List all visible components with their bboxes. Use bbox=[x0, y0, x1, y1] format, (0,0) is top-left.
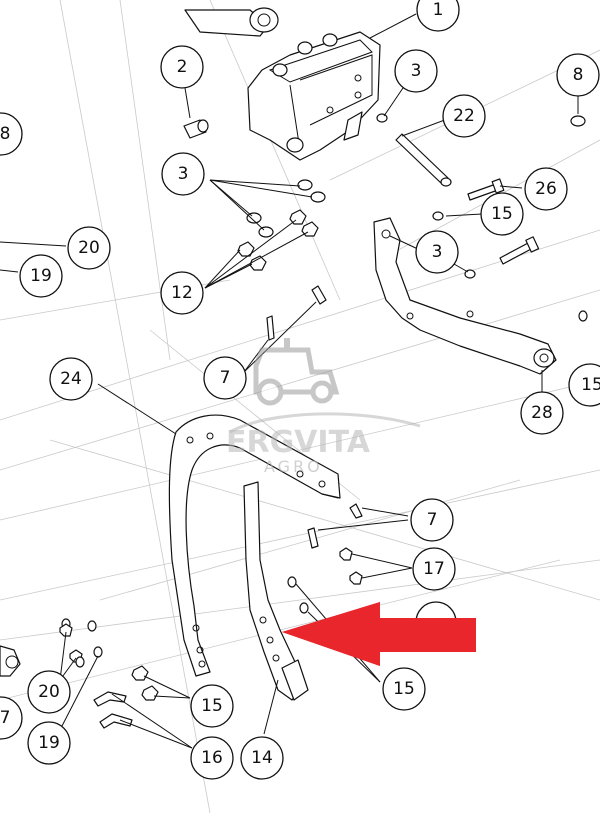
callout-7: 7 bbox=[203, 356, 247, 400]
part-stub-left bbox=[0, 645, 21, 677]
svg-text:7: 7 bbox=[220, 368, 231, 388]
callout-26: 26 bbox=[524, 167, 568, 211]
part-14-shank bbox=[243, 481, 309, 701]
callout-3: 3 bbox=[161, 152, 205, 196]
callout-8: 8 bbox=[556, 53, 600, 97]
svg-text:20: 20 bbox=[38, 682, 60, 702]
svg-text:7: 7 bbox=[427, 510, 438, 530]
svg-text:28: 28 bbox=[531, 403, 553, 423]
callout-28: 28 bbox=[520, 391, 564, 435]
svg-text:3: 3 bbox=[178, 164, 189, 184]
callout-15: 15 bbox=[480, 192, 524, 236]
part-22-pin bbox=[395, 133, 452, 187]
callout-3: 3 bbox=[415, 230, 459, 274]
part-1-bracket bbox=[184, 7, 381, 161]
callout-20: 20 bbox=[67, 226, 111, 270]
svg-text:22: 22 bbox=[453, 106, 475, 126]
callout-7: 7 bbox=[0, 696, 23, 740]
part-16-bolts bbox=[93, 665, 159, 729]
callouts: 1 2 3 3 3 8 8 22 26 15 15 15 15 20 20 19… bbox=[0, 0, 600, 780]
callout-12: 12 bbox=[160, 271, 204, 315]
svg-text:15: 15 bbox=[201, 696, 223, 716]
svg-text:19: 19 bbox=[30, 266, 52, 286]
callout-17: 17 bbox=[412, 547, 456, 591]
callout-15: 15 bbox=[190, 684, 234, 728]
part-26-bolts bbox=[467, 178, 540, 265]
callout-15: 15 bbox=[382, 667, 426, 711]
callout-2: 2 bbox=[160, 45, 204, 89]
callout-8: 8 bbox=[0, 112, 23, 156]
svg-text:1: 1 bbox=[433, 0, 444, 20]
callout-1: 1 bbox=[416, 0, 460, 32]
callout-20: 20 bbox=[27, 670, 71, 714]
callout-7: 7 bbox=[410, 498, 454, 542]
part-17-nuts bbox=[287, 547, 363, 614]
svg-text:14: 14 bbox=[251, 748, 273, 768]
svg-text:20: 20 bbox=[78, 238, 100, 258]
part-12-nuts bbox=[237, 209, 319, 271]
svg-text:15: 15 bbox=[393, 679, 415, 699]
svg-text:15: 15 bbox=[491, 204, 513, 224]
callout-14: 14 bbox=[240, 736, 284, 780]
part-3-washers bbox=[246, 113, 476, 279]
part-28-link-arm bbox=[373, 217, 557, 375]
callout-3: 3 bbox=[394, 49, 438, 93]
svg-text:7: 7 bbox=[0, 708, 10, 728]
watermark-sub: AGRO bbox=[264, 457, 323, 476]
svg-text:16: 16 bbox=[201, 748, 223, 768]
part-2-bushing bbox=[183, 119, 209, 139]
svg-text:3: 3 bbox=[432, 242, 443, 262]
callout-22: 22 bbox=[442, 94, 486, 138]
svg-text:15: 15 bbox=[581, 375, 600, 395]
svg-text:26: 26 bbox=[535, 179, 557, 199]
callout-19: 19 bbox=[19, 254, 63, 298]
svg-text:17: 17 bbox=[423, 559, 445, 579]
svg-text:2: 2 bbox=[177, 57, 188, 77]
svg-text:8: 8 bbox=[573, 65, 584, 85]
part-24-curved-frame bbox=[168, 414, 341, 677]
callout-19: 19 bbox=[27, 721, 71, 765]
watermark-brand: ERGVITA bbox=[226, 425, 371, 460]
watermark: ERGVITA AGRO bbox=[226, 338, 421, 476]
svg-text:19: 19 bbox=[38, 733, 60, 753]
svg-text:24: 24 bbox=[60, 369, 82, 389]
tractor-icon bbox=[253, 338, 340, 406]
callout-16: 16 bbox=[190, 736, 234, 780]
part-7-pins bbox=[266, 285, 363, 549]
callout-24: 24 bbox=[49, 357, 93, 401]
callout-15: 15 bbox=[568, 363, 600, 407]
svg-text:3: 3 bbox=[411, 61, 422, 81]
svg-text:8: 8 bbox=[0, 124, 10, 144]
part-8-washer bbox=[570, 115, 588, 322]
svg-text:12: 12 bbox=[171, 283, 193, 303]
